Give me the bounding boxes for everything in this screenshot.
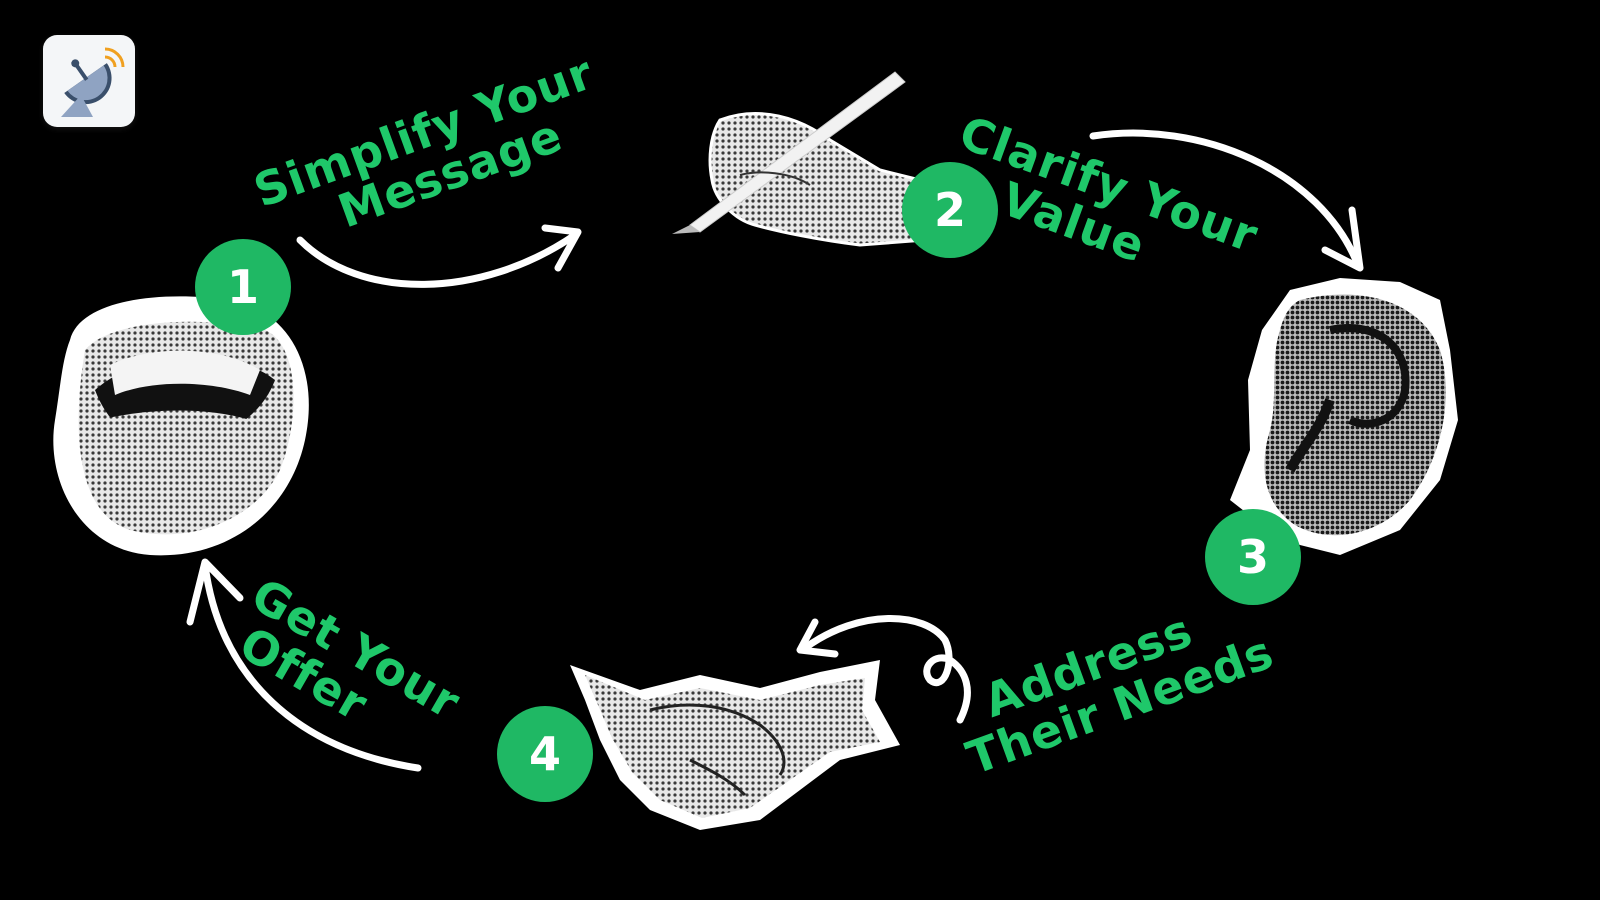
arrow-step3-to-step4 — [796, 615, 971, 724]
step-3-badge: 3 — [1205, 509, 1301, 605]
step-1-badge: 1 — [195, 239, 291, 335]
arrow-step2-to-step3 — [1089, 129, 1364, 272]
satellite-dish-icon — [61, 47, 125, 117]
app-logo — [43, 35, 135, 127]
handshake-icon — [570, 660, 900, 830]
arrow-step1-to-step2 — [296, 224, 582, 288]
step-4-badge: 4 — [497, 706, 593, 802]
ear-icon — [1230, 278, 1458, 555]
arrow-step4-to-step1 — [186, 558, 422, 772]
mouth-icon — [53, 296, 309, 556]
hand-writing-icon — [672, 71, 927, 247]
step-2-badge: 2 — [902, 162, 998, 258]
